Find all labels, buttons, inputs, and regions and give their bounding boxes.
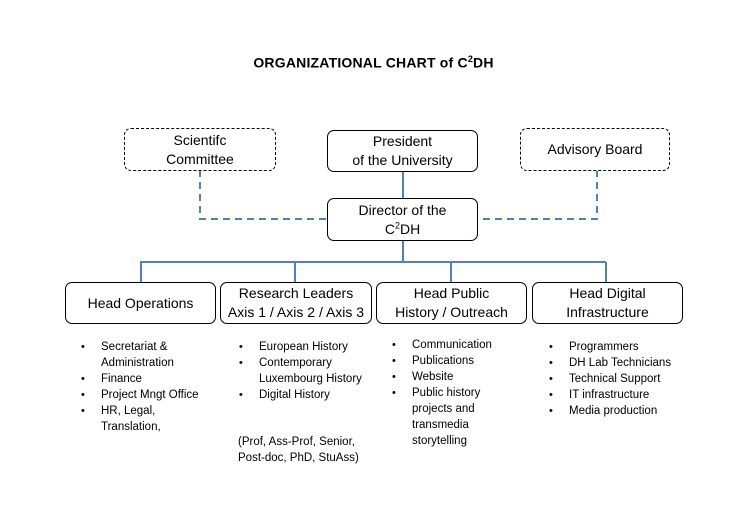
box-director-line2: C2DH	[384, 219, 421, 237]
list-item: Project Mngt Office	[79, 387, 199, 403]
list-digital: Programmers DH Lab Technicians Technical…	[547, 339, 687, 419]
box-research-leaders-line2: Axis 1 / Axis 2 / Axis 3	[227, 304, 365, 320]
box-head-public-history-line2: History / Outreach	[395, 304, 508, 320]
list-item: Public history projects and transmedia s…	[390, 385, 510, 449]
list-item: DH Lab Technicians	[547, 355, 687, 371]
list-public-history: Communication Publications Website Publi…	[390, 337, 510, 449]
list-item: Digital History	[237, 387, 362, 403]
list-item: Contemporary Luxembourg History	[237, 355, 362, 387]
box-research-leaders: Research Leaders Axis 1 / Axis 2 / Axis …	[220, 282, 372, 324]
box-director-line1: Director of the	[358, 201, 447, 218]
box-scientific-committee-line2: Committee	[166, 150, 234, 167]
box-head-digital-line2: Infrastructure	[566, 304, 649, 320]
list-item: Website	[390, 369, 510, 385]
list-item: Publications	[390, 353, 510, 369]
list-item: Secretariat & Administration	[79, 339, 199, 371]
box-head-operations: Head Operations	[65, 282, 216, 324]
box-head-digital-line1: Head Digital	[569, 285, 646, 301]
list-item: IT infrastructure	[547, 387, 687, 403]
box-president: President of the University	[327, 130, 478, 172]
box-head-operations-line1: Head Operations	[87, 294, 194, 311]
box-scientific-committee-line1: Scientifc	[173, 131, 227, 148]
list-item: European History	[237, 339, 362, 355]
list-research: European History Contemporary Luxembourg…	[237, 339, 362, 403]
list-item: Finance	[79, 371, 199, 387]
box-head-public-history-line1: Head Public	[413, 285, 490, 301]
box-research-leaders-line1: Research Leaders	[238, 285, 354, 301]
list-item: Media production	[547, 403, 687, 419]
box-advisory-board: Advisory Board	[520, 128, 670, 171]
list-item: HR, Legal, Translation,	[79, 403, 199, 435]
list-item: Communication	[390, 337, 510, 353]
box-advisory-board-line1: Advisory Board	[547, 141, 643, 157]
connector-scientific-director	[199, 170, 329, 220]
research-staff-note: (Prof, Ass-Prof, Senior, Post-doc, PhD, …	[238, 436, 359, 464]
list-item: Technical Support	[547, 371, 687, 387]
chart-title: ORGANIZATIONAL CHART of C2DH	[253, 54, 494, 71]
box-president-line1: President	[372, 133, 433, 149]
list-item: Programmers	[547, 339, 687, 355]
box-president-line2: of the University	[352, 152, 453, 168]
box-head-digital: Head Digital Infrastructure	[532, 282, 683, 324]
box-head-public-history: Head Public History / Outreach	[376, 282, 527, 324]
box-director: Director of the C2DH	[327, 198, 478, 241]
box-scientific-committee: Scientifc Committee	[124, 128, 276, 171]
connector-advisory-director	[477, 170, 598, 220]
list-operations: Secretariat & Administration Finance Pro…	[79, 339, 199, 435]
